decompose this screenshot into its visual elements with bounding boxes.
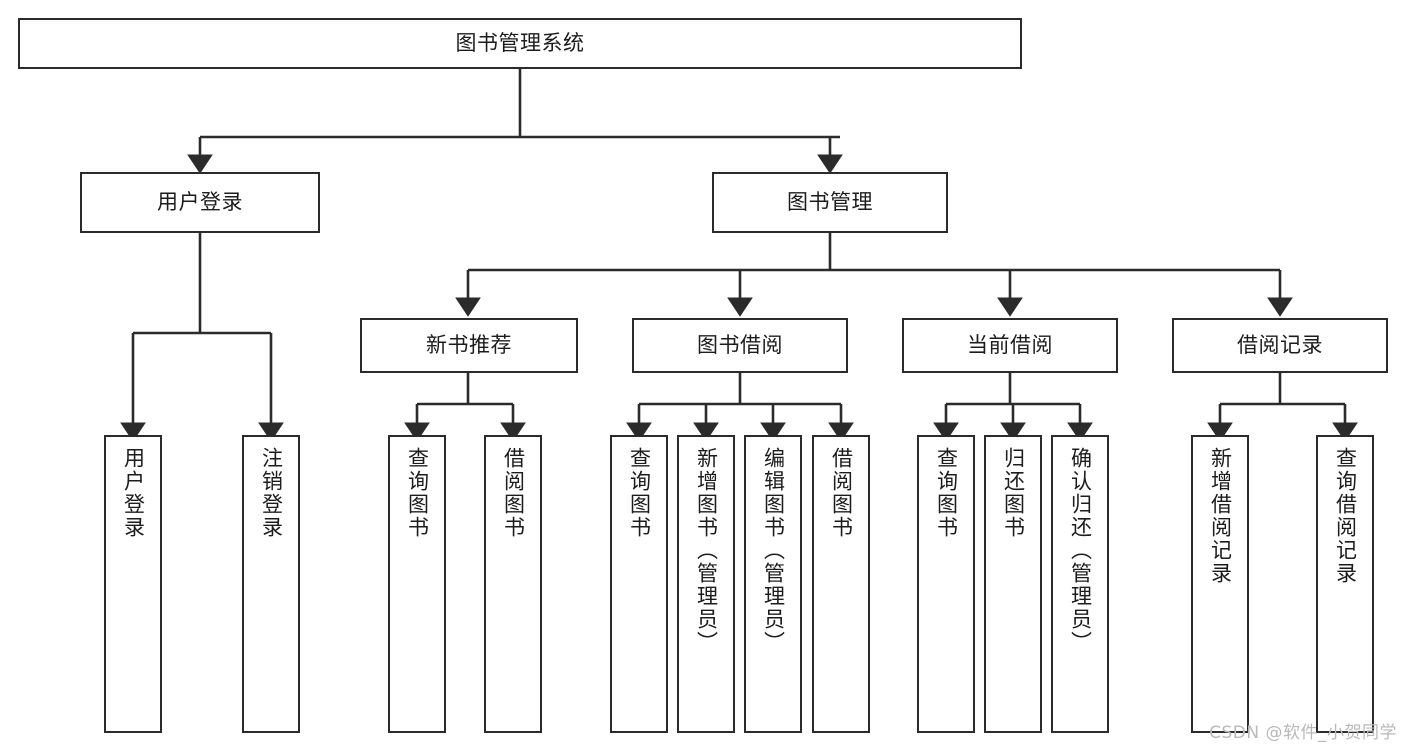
leaf-current-confirm-return-admin[interactable]: 确认归还（管理员） <box>1051 435 1109 733</box>
node-label: 查询借阅记录 <box>1333 447 1358 585</box>
node-label: 用户登录 <box>157 189 243 214</box>
node-label: 借阅图书 <box>501 447 526 539</box>
node-label: 新书推荐 <box>426 332 512 357</box>
node-label: 用户登录 <box>121 447 146 539</box>
node-label: 查询图书 <box>627 447 652 539</box>
leaf-borrow-add-book-admin[interactable]: 新增图书（管理员） <box>677 435 735 733</box>
csdn-watermark: CSDN @软件_小贺同学 <box>1209 723 1397 743</box>
node-new-book-recommend[interactable]: 新书推荐 <box>360 318 578 373</box>
node-label: 编辑图书（管理员） <box>761 447 786 654</box>
node-current-borrow[interactable]: 当前借阅 <box>902 318 1118 373</box>
leaf-record-add-record[interactable]: 新增借阅记录 <box>1191 435 1249 733</box>
node-label: 借阅图书 <box>829 447 854 539</box>
leaf-borrow-borrow-book[interactable]: 借阅图书 <box>812 435 870 733</box>
node-user-login[interactable]: 用户登录 <box>80 172 320 233</box>
node-label: 注销登录 <box>259 447 284 539</box>
leaf-recommend-query-book[interactable]: 查询图书 <box>388 435 446 733</box>
leaf-current-return-book[interactable]: 归还图书 <box>984 435 1042 733</box>
node-label: 图书管理系统 <box>455 30 585 55</box>
node-book-management[interactable]: 图书管理 <box>712 172 948 233</box>
leaf-recommend-borrow-book[interactable]: 借阅图书 <box>484 435 542 733</box>
leaf-user-login-logout[interactable]: 注销登录 <box>242 435 300 733</box>
node-book-borrow[interactable]: 图书借阅 <box>632 318 848 373</box>
leaf-user-login-login[interactable]: 用户登录 <box>104 435 162 733</box>
node-label: 新增图书（管理员） <box>694 447 719 654</box>
leaf-borrow-query-book[interactable]: 查询图书 <box>610 435 668 733</box>
node-label: 确认归还（管理员） <box>1068 447 1093 654</box>
node-label: 图书管理 <box>787 189 873 214</box>
node-label: 当前借阅 <box>967 332 1053 357</box>
node-label: 图书借阅 <box>697 332 783 357</box>
leaf-record-query-record[interactable]: 查询借阅记录 <box>1316 435 1374 733</box>
node-label: 借阅记录 <box>1237 332 1323 357</box>
node-label: 查询图书 <box>405 447 430 539</box>
node-label: 新增借阅记录 <box>1208 447 1233 585</box>
node-label: 查询图书 <box>934 447 959 539</box>
leaf-borrow-edit-book-admin[interactable]: 编辑图书（管理员） <box>744 435 802 733</box>
node-label: 归还图书 <box>1001 447 1026 539</box>
node-root-system[interactable]: 图书管理系统 <box>18 18 1022 69</box>
leaf-current-query-book[interactable]: 查询图书 <box>917 435 975 733</box>
node-borrow-record[interactable]: 借阅记录 <box>1172 318 1388 373</box>
